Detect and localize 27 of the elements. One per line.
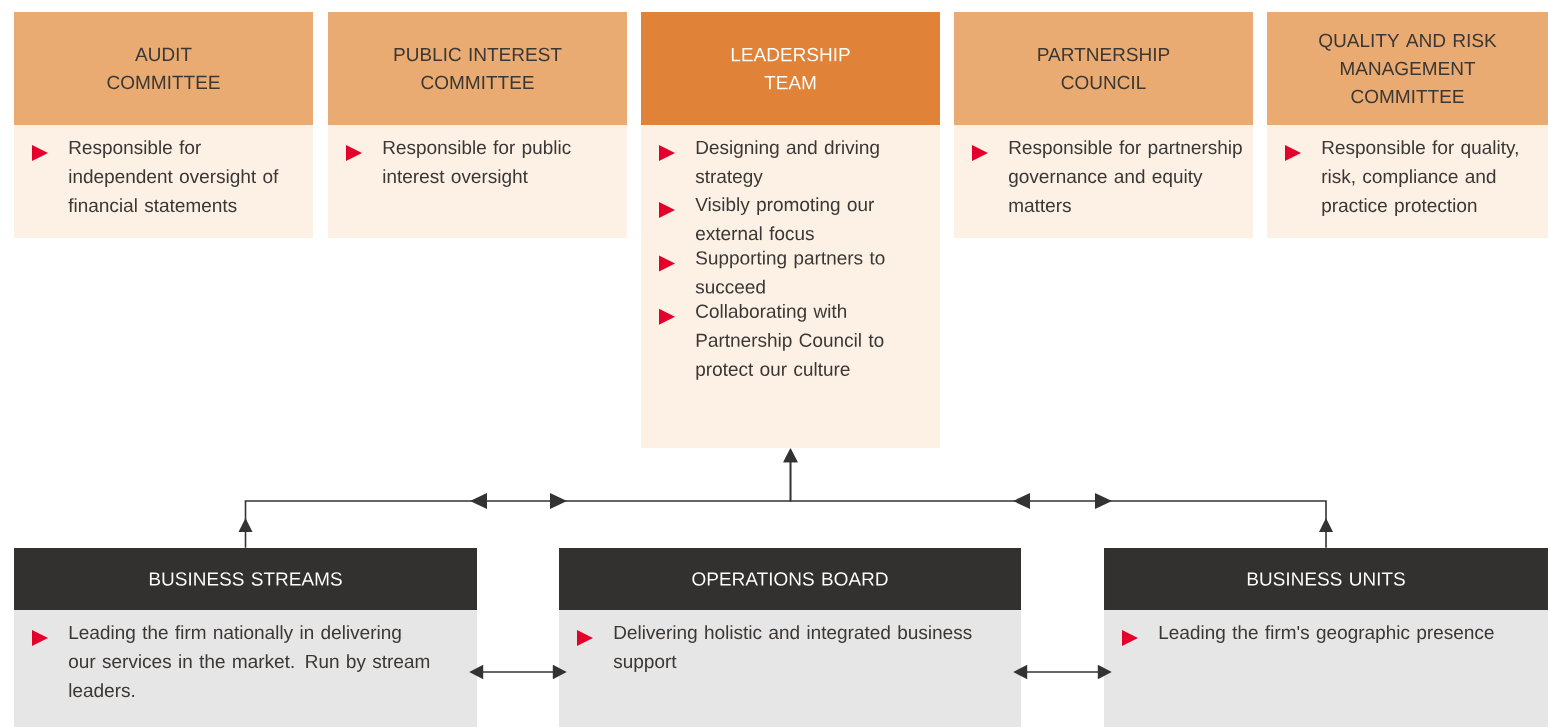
bullet-text: Collaborating with Partnership Council to protect our culture [696,304,884,380]
card-heading: PUBLIC INTEREST COMMITTEE [394,47,562,90]
card-heading: BUSINESS STREAMS [149,572,342,586]
card-heading: PARTNERSHIP COUNCIL [1038,47,1170,90]
org-card [14,548,477,727]
bullet-text: Leading the firm nationally in delivering our services in the market. Run by stream leaders. [69,625,430,698]
bullet-text: Designing and driving strategy [695,140,879,187]
org-card [1267,12,1548,238]
bullet-text: Visibly promoting our external focus [695,197,874,241]
org-card [559,548,1021,727]
bullet-text: Responsible for independent oversight of financial statements [68,140,279,213]
card-heading: LEADERSHIP TEAM [731,47,850,90]
bullet-text: Responsible for quality, risk, compliance and practice protection [1322,140,1518,216]
bullet-text: Supporting partners to succeed [695,250,885,294]
card-heading: OPERATIONS BOARD [692,572,888,586]
card-heading: BUSINESS UNITS [1247,572,1405,586]
bullet-text: Delivering holistic and integrated business support [613,625,972,672]
org-card [328,12,627,238]
org-card [1104,548,1548,727]
org-card [954,12,1253,238]
org-card [14,12,313,238]
card-heading: AUDIT COMMITTEE [107,47,220,90]
org-card [641,12,940,448]
card-heading: QUALITY AND RISK MANAGEMENT COMMITTEE [1319,33,1497,104]
bullet-text: Leading the firm's geographic presence [1159,625,1494,643]
bullet-text: Responsible for public interest oversight [383,140,571,187]
bullet-text: Responsible for partnership governance and equity matters [1009,140,1242,213]
